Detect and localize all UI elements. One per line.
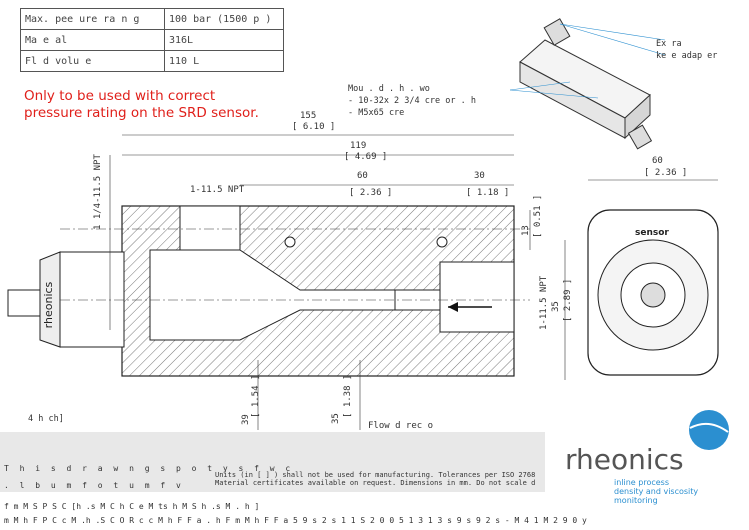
section-view: rheonics xyxy=(7,205,530,377)
tagline-line: inline process xyxy=(614,478,670,487)
dim-119: 119 xyxy=(350,141,366,151)
footer-disclaimer-2: . l b u m f o t u m f v xyxy=(4,481,184,490)
dim-60-in: [ 2.36 ] xyxy=(349,188,392,198)
dim-60-right-in: [ 2.36 ] xyxy=(644,168,687,178)
dim-13: 13 xyxy=(521,225,531,236)
callout-right: Ex ra ke e adap er xyxy=(656,38,717,62)
dim-13-in: [ 0.51 ] xyxy=(533,195,543,238)
dim-60-right: 60 xyxy=(652,156,663,166)
dimensions xyxy=(109,134,718,430)
dim-60: 60 xyxy=(357,171,368,181)
title-block xyxy=(0,432,545,492)
tagline-line: monitoring xyxy=(614,496,658,505)
spec-value: 110 L xyxy=(164,50,284,72)
thread-vertical: 1 1/4-11.5 NPT xyxy=(93,154,103,230)
thread-top: 1-11.5 NPT xyxy=(190,185,245,195)
dim-39-in: [ 1.54 ] xyxy=(251,375,261,418)
dim-35-in: [ 2.89 ] xyxy=(563,279,573,322)
dim-155-in: [ 6.10 ] xyxy=(292,122,335,132)
footer-notes: Units (in [ ] ) shall not be used for ma… xyxy=(215,471,535,487)
brand-logo-icon xyxy=(689,410,729,450)
spec-table: Max. pee ure ra n g 100 bar (1500 p ) Ma… xyxy=(20,8,284,72)
dim-30-in: [ 1.18 ] xyxy=(466,188,509,198)
iso-view xyxy=(509,18,666,150)
mount-note: Mou . d . h . wo - 10-32x 2 3/4 cre or .… xyxy=(348,83,476,119)
flow-label: Flow d rec o xyxy=(368,421,433,431)
note-line: - 10-32x 2 3/4 cre or . h xyxy=(348,96,476,106)
pressure-warning: Only to be used with correct pressure ra… xyxy=(24,88,259,122)
brand-tagline: inline process density and viscosity mon… xyxy=(614,478,698,505)
footer-disclaimer: T h i s d r a w n g s p o t y s f w c xyxy=(4,464,294,473)
bottom-info-2: m M h F P C c M .h .S C O R c c M h F F … xyxy=(4,516,587,525)
dim-119-in: [ 4.69 ] xyxy=(344,152,387,162)
dim-155: 155 xyxy=(300,111,316,121)
dim-35-bottom-in: [ 1.38 ] xyxy=(343,375,353,418)
dim-39: 39 xyxy=(241,414,251,425)
warning-line: pressure rating on the SRD sensor. xyxy=(24,105,259,121)
nut-logo: rheonics xyxy=(42,281,55,328)
warning-line: Only to be used with correct xyxy=(24,88,216,104)
thread-right: 1-11.5 NPT xyxy=(539,275,549,330)
spec-row: Ma e al 316L xyxy=(20,29,284,51)
note-line: - M5x65 cre xyxy=(348,108,405,118)
footer-note-line: Material certificates available on reque… xyxy=(215,479,535,487)
footer-note-line: Units (in [ ] ) shall not be used for ma… xyxy=(215,471,535,479)
dim-30: 30 xyxy=(474,171,485,181)
callout-line: ke e adap er xyxy=(656,51,718,61)
note-line: Mou . d . h . wo xyxy=(348,84,430,94)
spec-row: Max. pee ure ra n g 100 bar (1500 p ) xyxy=(20,8,284,30)
dim-35: 35 xyxy=(551,301,561,312)
bottom-info-1: f m M S P S C [h .s M C h C e M ts h M S… xyxy=(4,502,260,511)
sensor-label: sensor xyxy=(635,228,669,238)
brand-name: rheonics xyxy=(565,443,684,476)
tiny-label: 4 h ch] xyxy=(28,414,64,424)
end-view xyxy=(587,209,719,376)
callout-line: Ex ra xyxy=(656,39,682,49)
tagline-line: density and viscosity xyxy=(614,487,699,496)
dim-35-bottom: 35 xyxy=(331,413,341,424)
spec-row: Fl d volu e 110 L xyxy=(20,50,284,72)
